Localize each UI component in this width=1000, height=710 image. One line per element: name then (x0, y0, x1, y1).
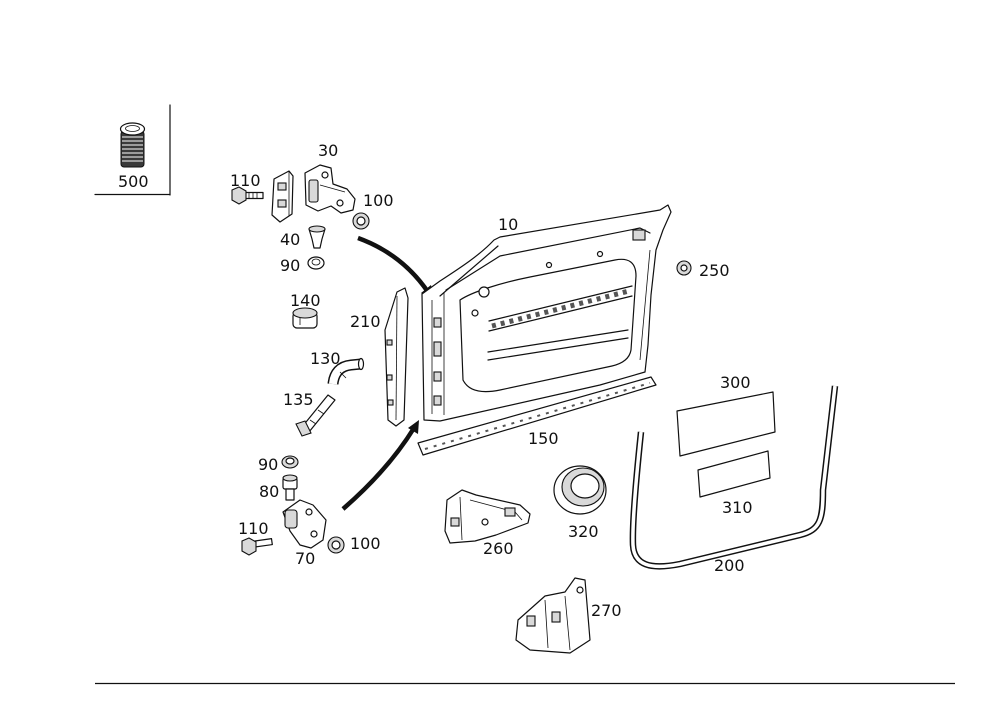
part-10-door-shell (421, 204, 672, 422)
callout-140: 140 (290, 291, 321, 310)
callout-210: 210 (350, 312, 381, 331)
callout-200: 200 (714, 556, 745, 575)
part-130-elbow-tube (327, 357, 365, 385)
callout-90-top: 90 (280, 256, 300, 275)
callout-500: 500 (118, 172, 149, 191)
part-100-bottom-nut (327, 536, 345, 554)
part-135-strap (295, 394, 336, 437)
callout-110-bottom: 110 (238, 519, 269, 538)
part-260-bracket (444, 489, 531, 544)
callout-135: 135 (283, 390, 314, 409)
upper-hinge-arrow (357, 235, 434, 300)
callout-90-bottom: 90 (258, 455, 278, 474)
part-110-bottom-bolt (241, 537, 273, 556)
part-320-tape-roll (553, 465, 607, 515)
part-110-top-bolt (231, 186, 264, 205)
part-70-lower-hinge (282, 499, 327, 549)
callout-40: 40 (280, 230, 300, 249)
callout-30: 30 (318, 141, 338, 160)
callout-320: 320 (568, 522, 599, 541)
part-200-door-seal (629, 385, 839, 570)
callout-100-bottom: 100 (350, 534, 381, 553)
callout-300: 300 (720, 373, 751, 392)
callout-150: 150 (528, 429, 559, 448)
part-90-bottom-ring (281, 455, 299, 469)
callout-310: 310 (722, 498, 753, 517)
callout-250: 250 (699, 261, 730, 280)
inset-box-frame (94, 104, 171, 196)
lower-hinge-arrow (341, 420, 419, 511)
part-40-clip (308, 225, 326, 249)
part-210-weatherstrip (384, 287, 409, 427)
upper-hinge-door-plate (271, 170, 294, 223)
part-150-sill-molding (417, 376, 657, 456)
part-140-plug (292, 307, 318, 329)
part-30-upper-hinge (304, 164, 356, 214)
part-250-grommet (676, 260, 692, 276)
callout-270: 270 (591, 601, 622, 620)
part-310-insulation-panel (697, 450, 771, 498)
callout-260: 260 (483, 539, 514, 558)
callout-80: 80 (259, 482, 279, 501)
part-270-cover-shell (515, 577, 591, 654)
part-100-top-nut (352, 212, 370, 230)
part-80-bolt (282, 474, 298, 501)
callout-10: 10 (498, 215, 518, 234)
callout-130: 130 (310, 349, 341, 368)
part-300-insulation-panel (676, 391, 776, 457)
callout-70: 70 (295, 549, 315, 568)
part-500-grommet (119, 122, 146, 168)
part-90-top-ring (307, 256, 325, 270)
callout-100-top: 100 (363, 191, 394, 210)
callout-110-top: 110 (230, 171, 261, 190)
